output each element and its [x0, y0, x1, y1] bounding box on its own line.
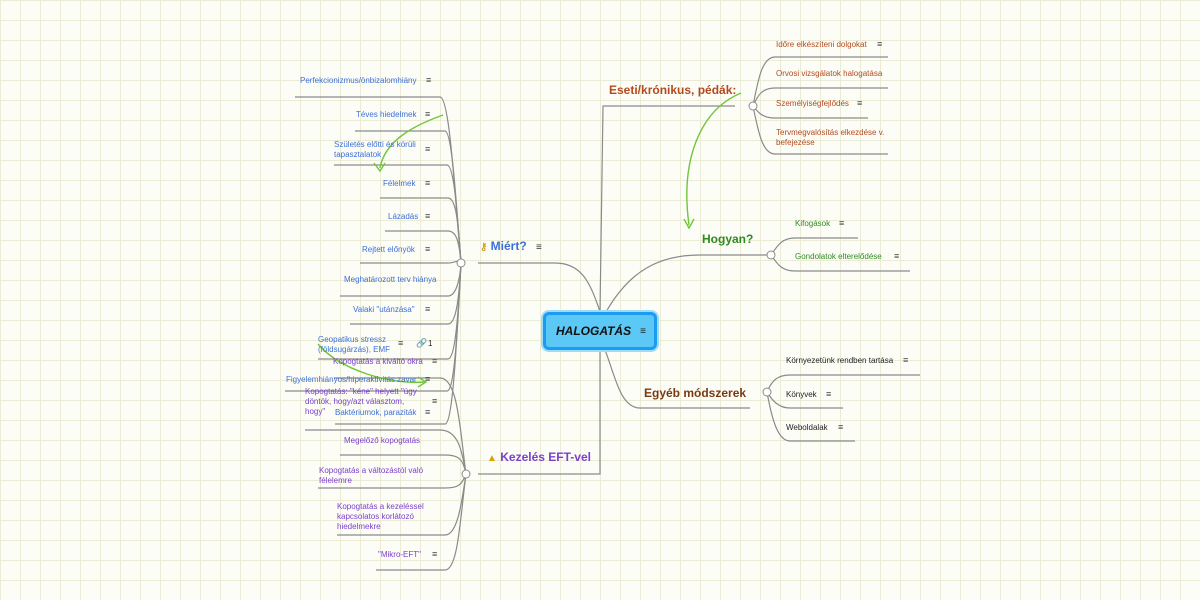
branch-line-how — [605, 254, 770, 313]
branch-line-eft — [478, 350, 601, 475]
link-count: 1 — [428, 339, 433, 348]
how-title: Hogyan? — [702, 232, 754, 246]
note-icon[interactable] — [432, 356, 437, 366]
eft-item-5[interactable]: Kopogtatás a kezeléssel kapcsolatos korl… — [337, 502, 424, 531]
relation-arrow-stress-to-add — [317, 343, 426, 384]
other-item-2[interactable]: Könyvek — [786, 390, 817, 399]
note-icon[interactable] — [432, 396, 437, 406]
link-icon[interactable]: 🔗 — [416, 338, 428, 348]
how-topic[interactable]: Hogyan? — [702, 232, 753, 246]
key-icon: ⚷ — [480, 242, 488, 253]
note-icon[interactable] — [426, 75, 431, 85]
other-title: Egyéb módszerek — [644, 386, 747, 400]
why-item-4[interactable]: Félelmek — [383, 179, 416, 188]
how-collapse-handle — [766, 250, 776, 260]
note-icon[interactable] — [425, 304, 430, 314]
note-icon[interactable] — [838, 422, 843, 432]
other-collapse-handle — [762, 387, 772, 397]
cases-title: Eseti/krónikus, pédák: — [609, 83, 737, 97]
eft-title: Kezelés EFT-vel — [500, 450, 591, 464]
note-icon[interactable] — [903, 355, 908, 365]
other-topic[interactable]: Egyéb módszerek — [644, 386, 746, 400]
eft-item-4[interactable]: Kopogtatás a változástól való félelemre — [319, 466, 424, 485]
why-item-8[interactable]: Valaki "utánzása" — [353, 305, 415, 314]
cases-collapse-handle — [748, 101, 758, 111]
note-icon[interactable] — [826, 389, 831, 399]
note-icon[interactable] — [398, 338, 403, 348]
other-item-3[interactable]: Weboldalak — [786, 423, 828, 432]
branch-line-other — [604, 349, 750, 409]
why-item-2[interactable]: Téves hiedelmek — [356, 110, 417, 119]
why-item-3[interactable]: Születés előtti és körüli tapasztalatok — [334, 140, 416, 159]
eft-collapse-handle — [461, 469, 471, 479]
root-title: HALOGATÁS — [556, 324, 632, 338]
why-item-1[interactable]: Perfekcionizmus/önbizalomhiány — [300, 76, 417, 85]
eft-item-1[interactable]: Kopogtatás a kiváltó okra — [333, 357, 423, 366]
note-icon[interactable] — [839, 218, 844, 228]
why-item-11[interactable]: Baktériumok, paraziták — [335, 408, 417, 417]
eft-item-3[interactable]: Megelőző kopogtatás — [344, 436, 421, 445]
other-item-1[interactable]: Környezetünk rendben tartása — [786, 356, 894, 365]
thumbs-up-icon: ▲ — [487, 453, 497, 464]
branch-line-why — [478, 262, 601, 313]
why-item-5[interactable]: Lázadás — [388, 212, 419, 221]
note-icon[interactable] — [857, 98, 862, 108]
cases-item-2[interactable]: Orvosi vizsgálatok halogatása — [776, 69, 883, 78]
note-icon[interactable] — [877, 39, 882, 49]
note-icon[interactable] — [425, 407, 430, 417]
note-icon[interactable] — [432, 549, 437, 559]
cases-item-3[interactable]: Személyiségfejlődés — [776, 99, 849, 108]
why-topic[interactable]: ⚷ Miért? ≡ — [480, 239, 542, 253]
note-icon[interactable] — [425, 211, 430, 221]
note-icon[interactable]: ≡ — [536, 242, 542, 253]
why-item-6[interactable]: Rejtett előnyök — [362, 245, 415, 254]
note-icon[interactable] — [425, 178, 430, 188]
eft-item-6[interactable]: "Mikro-EFT" — [378, 550, 422, 559]
how-item-1[interactable]: Kifogások — [795, 219, 831, 228]
how-item-2[interactable]: Gondolatok elterelődése — [795, 252, 882, 261]
note-icon[interactable] — [425, 144, 430, 154]
cases-item-1[interactable]: Időre elkészíteni dolgokat — [776, 40, 867, 49]
why-item-9[interactable]: Geopatikus stressz (földsugárzás), EMF — [318, 335, 391, 354]
root-node[interactable]: HALOGATÁS ≡ — [543, 312, 657, 350]
eft-item-2[interactable]: Kopogtatás: "kéne" helyett "úgy döntök, … — [305, 387, 417, 416]
why-title: Miért? — [490, 239, 527, 253]
note-icon[interactable] — [425, 109, 430, 119]
why-item-10[interactable]: Figyelemhiányos/hiperaktivitás zavar — [286, 375, 417, 384]
why-collapse-handle — [456, 258, 466, 268]
note-icon[interactable] — [425, 374, 430, 384]
branch-line-cases — [599, 105, 735, 313]
eft-topic[interactable]: ▲ Kezelés EFT-vel — [487, 450, 591, 464]
cases-topic[interactable]: Eseti/krónikus, pédák: — [609, 83, 736, 97]
note-icon[interactable] — [425, 244, 430, 254]
relation-arrow-cases-to-how — [686, 92, 742, 226]
cases-item-4[interactable]: Tervmegvalósítás elkezdése v. befejezése — [776, 128, 885, 147]
why-item-7[interactable]: Meghatározott terv hiánya — [344, 275, 437, 284]
relation-arrow-belief-to-birth — [379, 114, 444, 169]
note-icon[interactable] — [894, 251, 899, 261]
note-icon[interactable]: ≡ — [640, 325, 646, 337]
